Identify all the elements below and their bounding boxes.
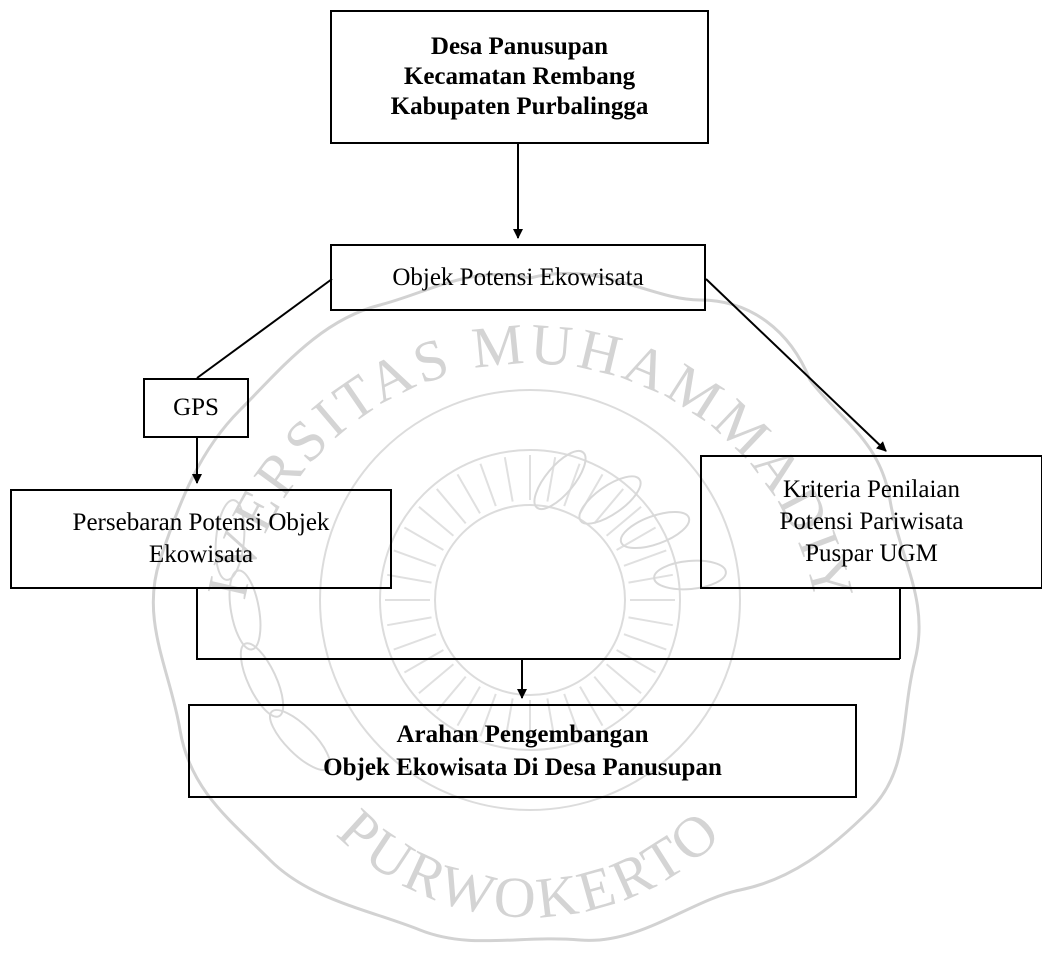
node-desa-line-3: Kabupaten Purbalingga (390, 93, 649, 120)
node-arahan-pengembangan: Arahan Pengembangan Objek Ekowisata Di D… (188, 704, 857, 798)
watermark-ray (403, 526, 444, 551)
watermark-ray (479, 693, 497, 737)
node-kriteria-line-3: Puspar UGM (805, 540, 938, 567)
watermark-ray (605, 663, 642, 694)
node-kriteria-penilaian: Kriteria Penilaian Potensi Pariwisata Pu… (700, 455, 1042, 589)
watermark-ray (436, 488, 467, 525)
node-desa-line-1: Desa Panusupan (430, 33, 609, 60)
watermark-ray (418, 506, 455, 537)
watermark-ray (387, 573, 432, 584)
edge-persebaran-to-merge (196, 589, 900, 660)
node-objek-potensi-ekowisata: Objek Potensi Ekowisata (330, 244, 706, 311)
node-gps-line-1: GPS (173, 394, 219, 421)
watermark-ray (387, 616, 432, 627)
node-persebaran-line-1: Persebaran Potensi Objek (72, 509, 330, 536)
watermark-ray (623, 633, 667, 651)
node-persebaran-potensi: Persebaran Potensi Objek Ekowisata (10, 489, 392, 589)
node-objek-potensi-line-1: Objek Potensi Ekowisata (392, 263, 644, 291)
watermark-ray (456, 686, 481, 727)
node-desa-line-2: Kecamatan Rembang (403, 63, 636, 90)
node-arahan-line-1: Arahan Pengembangan (396, 721, 649, 748)
watermark-ray (503, 457, 514, 502)
watermark-ray (456, 473, 481, 514)
node-arahan-line-2: Objek Ekowisata Di Desa Panusupan (323, 754, 722, 781)
node-kriteria-line-1: Kriteria Penilaian (782, 476, 960, 503)
edge-objek-potensi-to-gps (196, 278, 333, 379)
watermark-ray (403, 649, 444, 674)
node-gps: GPS (143, 378, 249, 438)
watermark-ray (593, 488, 624, 525)
watermark-ray (623, 549, 667, 567)
watermark-ray (605, 506, 642, 537)
watermark-ray (563, 463, 581, 507)
watermark-ray (616, 649, 657, 674)
watermark-ray (393, 633, 437, 651)
watermark-ray (579, 686, 604, 727)
watermark-ray (479, 463, 497, 507)
watermark-ray (393, 549, 437, 567)
node-persebaran-line-2: Ekowisata (148, 541, 254, 568)
edge-objek-potensi-to-kriteria (705, 278, 887, 452)
watermark-ray (628, 573, 673, 584)
watermark-ray (563, 693, 581, 737)
node-desa-panusupan: Desa Panusupan Kecamatan Rembang Kabupat… (330, 10, 709, 144)
watermark-ray (418, 663, 455, 694)
node-kriteria-line-2: Potensi Pariwisata (779, 508, 964, 535)
watermark-ray (628, 616, 673, 627)
